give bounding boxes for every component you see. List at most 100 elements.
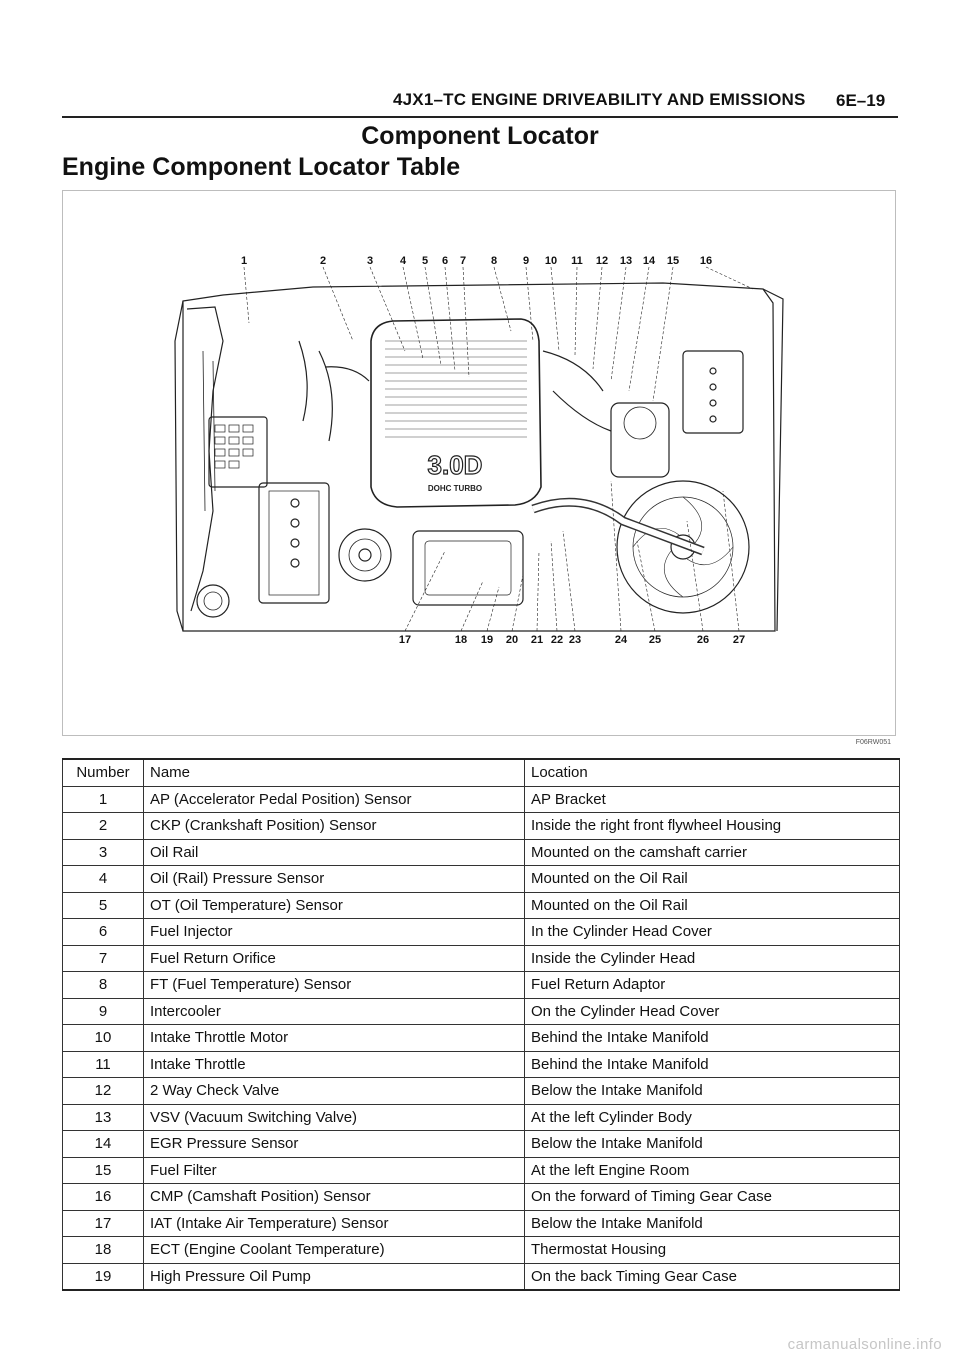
row-name: Fuel Return Orifice [143,944,525,972]
row-location: At the left Cylinder Body [524,1103,900,1131]
row-location: Below the Intake Manifold [524,1209,900,1237]
callout-19: 19 [481,634,493,646]
section-title: Component Locator [361,122,599,150]
column-header-location: Location [524,758,900,787]
row-name: VSV (Vacuum Switching Valve) [143,1103,525,1131]
row-name: Fuel Filter [143,1156,525,1184]
callout-24: 24 [615,634,628,646]
callout-4: 4 [400,255,407,267]
callout-3: 3 [367,255,373,267]
page-number: 6E–19 [836,91,886,110]
row-location: Behind the Intake Manifold [524,1050,900,1078]
row-number: 4 [62,865,144,893]
row-name: Intake Throttle [143,1050,525,1078]
row-name: 2 Way Check Valve [143,1077,525,1105]
row-location: Mounted on the Oil Rail [524,891,900,919]
row-location: Thermostat Housing [524,1236,900,1264]
callout-25: 25 [649,634,661,646]
row-location: On the forward of Timing Gear Case [524,1183,900,1211]
row-location: Mounted on the Oil Rail [524,865,900,893]
row-location: On the back Timing Gear Case [524,1262,900,1291]
row-number: 19 [62,1262,144,1291]
row-location: In the Cylinder Head Cover [524,918,900,946]
header-rule [62,116,898,118]
row-number: 5 [62,891,144,919]
row-number: 16 [62,1183,144,1211]
callout-20: 20 [506,634,518,646]
table-header-row: Number Name Location [62,758,900,787]
column-header-name: Name [143,758,525,787]
subsection-title: Engine Component Locator Table [62,153,461,181]
row-location: Below the Intake Manifold [524,1130,900,1158]
engine-badge-text: 3.0D [428,450,483,480]
row-location: Fuel Return Adaptor [524,971,900,999]
callout-14: 14 [643,255,656,267]
column-header-number: Number [62,758,144,787]
callout-22: 22 [551,634,563,646]
row-name: Oil Rail [143,838,525,866]
row-location: AP Bracket [524,785,900,813]
row-number: 10 [62,1024,144,1052]
row-name: OT (Oil Temperature) Sensor [143,891,525,919]
callout-8: 8 [491,255,497,267]
row-location: On the Cylinder Head Cover [524,997,900,1025]
callout-15: 15 [667,255,679,267]
callout-26: 26 [697,634,709,646]
row-location: Inside the Cylinder Head [524,944,900,972]
row-location: Mounted on the camshaft carrier [524,838,900,866]
row-location: Inside the right front flywheel Housing [524,812,900,840]
row-name: FT (Fuel Temperature) Sensor [143,971,525,999]
callout-12: 12 [596,255,608,267]
callout-17: 17 [399,634,411,646]
row-number: 11 [62,1050,144,1078]
callout-5: 5 [422,255,428,267]
row-name: Oil (Rail) Pressure Sensor [143,865,525,893]
callout-7: 7 [460,255,466,267]
callout-2: 2 [320,255,326,267]
callout-13: 13 [620,255,632,267]
row-name: CKP (Crankshaft Position) Sensor [143,812,525,840]
row-location: Behind the Intake Manifold [524,1024,900,1052]
watermark: carmanualsonline.info [787,1336,942,1353]
engine-badge-subtext: DOHC TURBO [428,484,482,493]
row-name: IAT (Intake Air Temperature) Sensor [143,1209,525,1237]
row-number: 2 [62,812,144,840]
row-number: 7 [62,944,144,972]
row-name: Fuel Injector [143,918,525,946]
engine-bay-illustration: 3.0D DOHC TURBO [174,255,784,646]
engine-figure: 3.0D DOHC TURBO [62,190,896,746]
row-name: ECT (Engine Coolant Temperature) [143,1236,525,1264]
row-number: 9 [62,997,144,1025]
row-number: 6 [62,918,144,946]
row-name: AP (Accelerator Pedal Position) Sensor [143,785,525,813]
row-number: 17 [62,1209,144,1237]
row-name: CMP (Camshaft Position) Sensor [143,1183,525,1211]
row-number: 15 [62,1156,144,1184]
row-number: 14 [62,1130,144,1158]
callout-9: 9 [523,255,529,267]
callout-16: 16 [700,255,712,267]
row-number: 18 [62,1236,144,1264]
row-number: 3 [62,838,144,866]
row-number: 8 [62,971,144,999]
row-number: 12 [62,1077,144,1105]
callout-10: 10 [545,255,557,267]
